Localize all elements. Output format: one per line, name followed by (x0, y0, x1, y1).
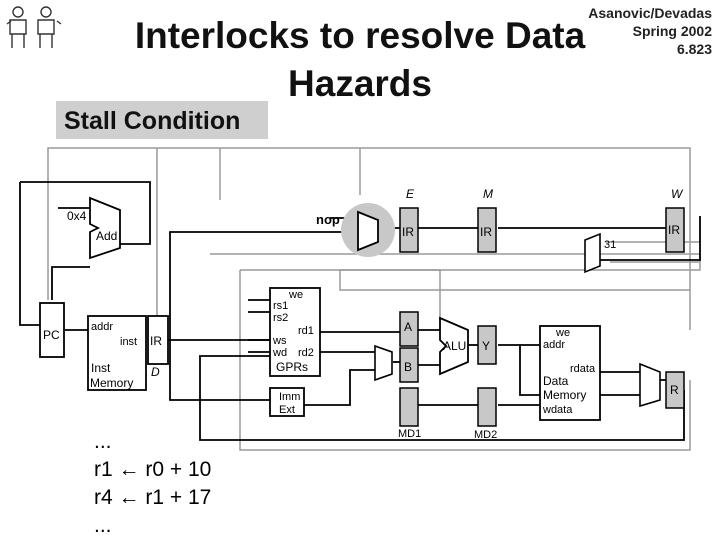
stage-w-label: W (671, 187, 684, 201)
title-line-2: Hazards (288, 63, 432, 104)
reg-y-label: Y (482, 339, 490, 353)
dmem-we: we (555, 327, 570, 339)
stall-condition-label: Stall Condition (56, 101, 268, 139)
gpr-rd2: rd2 (298, 347, 314, 359)
md1-label: MD1 (398, 428, 421, 440)
slide-title: Interlocks to resolve Data Hazards (100, 12, 620, 108)
alu: ALU (439, 316, 469, 376)
writeback-stage: R (639, 362, 685, 409)
gpr-rd1: rd1 (298, 325, 314, 337)
pc-label: PC (43, 328, 60, 342)
code-line-2: r1 ← r0 + 10 (94, 458, 212, 481)
ir-decode: IR D (147, 315, 169, 379)
course-authors: Asanovic/Devadas (588, 5, 712, 21)
code-snippet: ... r1 ← r0 + 10 r4 ← r1 + 17 ... (94, 428, 211, 540)
ir-e-label: IR (402, 225, 414, 239)
inst-mem-name2: Memory (90, 376, 133, 390)
course-number: 6.823 (676, 41, 712, 57)
course-info: Asanovic/Devadas Spring 2002 6.823 (588, 4, 712, 58)
b-operand-mux (374, 344, 393, 382)
execute-output-registers: Y MD2 (474, 325, 497, 441)
datapath-wires (19, 181, 701, 441)
nop-mux: nop (316, 203, 395, 257)
code-line-1: ... (94, 430, 112, 453)
imm-line2: Ext (279, 404, 295, 416)
gpr-wd: wd (272, 347, 287, 359)
alu-label: ALU (443, 339, 466, 353)
dmem-name2: Memory (543, 388, 586, 402)
stage-e-label: E (406, 187, 415, 201)
adder-label: Add (96, 229, 117, 243)
instruction-memory: addr inst Inst Memory (87, 315, 147, 391)
course-term: Spring 2002 (632, 23, 712, 39)
ir-d-label: IR (150, 334, 162, 348)
operand-registers: A B MD1 (398, 311, 421, 440)
ir-w-label: IR (668, 223, 680, 237)
gpr-rs2: rs2 (273, 312, 288, 324)
stall-signal-wires (47, 147, 701, 451)
reg-a-label: A (404, 320, 412, 334)
const-31: 31 (604, 239, 616, 251)
dmem-name1: Data (543, 374, 569, 388)
code-line-3: r4 ← r1 + 17 (94, 486, 212, 509)
gpr-rs1: rs1 (273, 300, 288, 312)
mit-figures-logo (6, 6, 62, 48)
imm-ext-unit: Imm Ext (269, 387, 305, 417)
stage-d-label: D (151, 365, 160, 379)
pc-adder: Add 0x4 (67, 196, 121, 260)
imm-line1: Imm (279, 391, 300, 403)
ir-m-label: IR (480, 225, 492, 239)
title-line-1: Interlocks to resolve Data (134, 15, 586, 56)
code-line-4: ... (94, 514, 112, 537)
stage-m-label: M (483, 187, 493, 201)
md2-label: MD2 (474, 429, 497, 441)
dmem-wdata: wdata (542, 404, 573, 416)
pc-register: PC (39, 302, 65, 358)
writeback-dest-mux: 31 (584, 232, 616, 274)
gpr-ws: ws (272, 335, 287, 347)
const-0x4: 0x4 (67, 209, 87, 223)
dmem-addr: addr (543, 339, 565, 351)
register-file: we rs1 rs2 rd1 ws wd rd2 GPRs (269, 287, 321, 377)
pipeline-ir-registers: IR E IR M IR W (399, 187, 685, 253)
reg-b-label: B (404, 360, 412, 374)
dmem-rdata: rdata (570, 363, 596, 375)
data-memory: we addr rdata Data Memory wdata (539, 325, 601, 421)
inst-mem-inst: inst (120, 336, 137, 348)
inst-mem-name1: Inst (91, 361, 111, 375)
gpr-name: GPRs (276, 360, 308, 374)
reg-r-label: R (670, 383, 679, 397)
inst-mem-addr: addr (91, 321, 113, 333)
gpr-we: we (288, 289, 303, 301)
nop-label: nop (316, 212, 340, 227)
